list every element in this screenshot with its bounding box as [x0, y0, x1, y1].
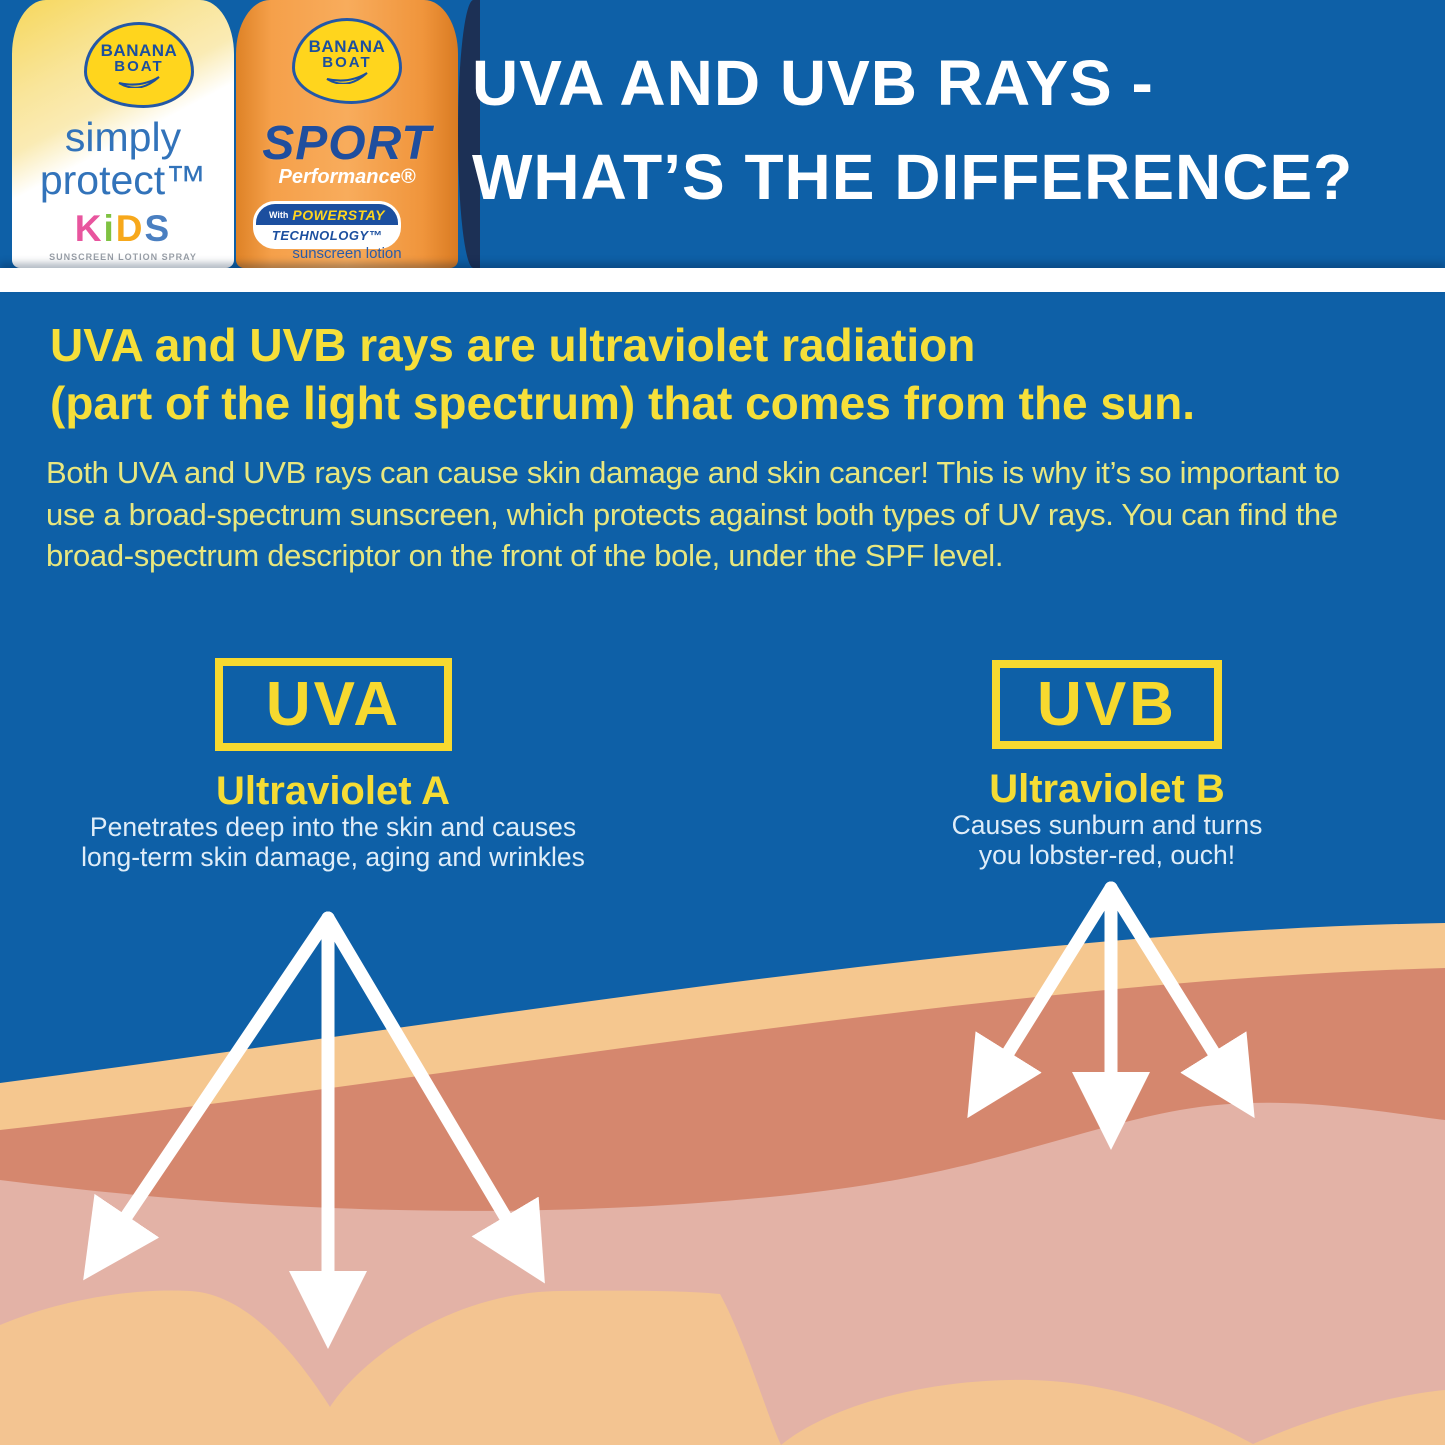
white-divider — [0, 268, 1445, 292]
uvb-description-line2: you lobster-red, ouch! — [978, 840, 1236, 870]
kids-letter: K — [74, 208, 104, 249]
page-title: UVA AND UVB RAYS - WHAT’S THE DIFFERENCE… — [472, 36, 1353, 224]
page-title-line1: UVA AND UVB RAYS - — [472, 47, 1154, 119]
skin-layer-deep — [0, 1102, 1445, 1445]
intro-body: Both UVA and UVB rays can cause skin dam… — [46, 452, 1340, 577]
banana-boat-logo: BANANA BOAT — [84, 22, 194, 108]
kids-letter: D — [115, 208, 145, 249]
product-subtext: SUNSCREEN LOTION SPRAY — [49, 252, 197, 262]
kids-wordmark: KiDS — [12, 208, 234, 250]
banana-icon — [326, 72, 368, 84]
intro-body-line1: Both UVA and UVB rays can cause skin dam… — [46, 455, 1340, 490]
uva-rays-arrows — [83, 911, 545, 1349]
logo-text: BOAT — [114, 58, 164, 75]
intro-body-line3: broad-spectrum descriptor on the front o… — [46, 538, 1004, 573]
uvb-arrow-left — [967, 881, 1118, 1119]
intro-headline-line2: (part of the light spectrum) that comes … — [50, 377, 1195, 429]
uva-description-line1: Penetrates deep into the skin and causes — [89, 812, 577, 842]
uvb-box: UVB — [992, 660, 1222, 749]
uvb-rays-arrows — [967, 881, 1255, 1150]
bottle-sport-performance: BANANA BOAT SPORT Performance® With POWE… — [236, 0, 458, 268]
uva-box-label: UVA — [265, 669, 402, 739]
banana-icon — [118, 76, 160, 88]
product-name-line: simply — [64, 114, 182, 160]
uvb-description: Causes sunburn and turns you lobster-red… — [937, 810, 1277, 870]
intro-headline-line1: UVA and UVB rays are ultraviolet radiati… — [50, 319, 976, 371]
uvb-subtitle: Ultraviolet B — [989, 767, 1225, 811]
range-subname: Performance® — [278, 166, 416, 188]
intro-body-line2: use a broad-spectrum sunscreen, which pr… — [46, 496, 1338, 532]
kids-letter: S — [144, 208, 172, 249]
uva-arrow-left — [83, 911, 335, 1281]
uva-box: UVA — [215, 658, 452, 751]
product-subtext: sunscreen lotion — [292, 245, 402, 262]
skin-layers-illustration — [0, 881, 1445, 1445]
badge-word: POWERSTAY — [292, 206, 386, 223]
uva-description-line2: long-term skin damage, aging and wrinkle… — [81, 842, 585, 872]
banana-boat-logo: BANANA BOAT — [292, 18, 402, 104]
skin-layer-subcutis — [0, 1290, 1445, 1445]
uva-description: Penetrates deep into the skin and causes… — [63, 812, 603, 872]
bottle-edge-shadow — [458, 0, 480, 268]
product-name-line: protect™ — [39, 157, 207, 203]
uva-arrow-right — [321, 911, 545, 1284]
powerstay-badge: With POWERSTAY TECHNOLOGY™ — [253, 201, 401, 249]
logo-text: BANANA — [100, 41, 178, 60]
range-name: SPORT — [262, 117, 432, 170]
uvb-description-line1: Causes sunburn and turns — [951, 810, 1263, 840]
badge-prefix: With — [268, 209, 289, 220]
logo-text: BOAT — [322, 54, 372, 71]
bottle-simply-protect-kids: BANANA BOAT simply protect™ KiDS SUNSCRE… — [12, 0, 234, 268]
uvb-box-label: UVB — [1037, 669, 1177, 739]
intro-headline: UVA and UVB rays are ultraviolet radiati… — [50, 316, 1195, 432]
kids-letter: i — [103, 208, 116, 249]
badge-technology: TECHNOLOGY™ — [271, 228, 383, 243]
powerstay-badge-top: With POWERSTAY — [256, 204, 398, 225]
logo-text: BANANA — [308, 37, 386, 56]
uva-subtitle: Ultraviolet A — [215, 769, 451, 813]
powerstay-badge-bottom: TECHNOLOGY™ — [256, 225, 398, 246]
page-title-line2: WHAT’S THE DIFFERENCE? — [472, 141, 1354, 213]
uvb-arrow-right — [1104, 881, 1255, 1119]
product-photo: BANANA BOAT simply protect™ KiDS SUNSCRE… — [10, 0, 480, 268]
